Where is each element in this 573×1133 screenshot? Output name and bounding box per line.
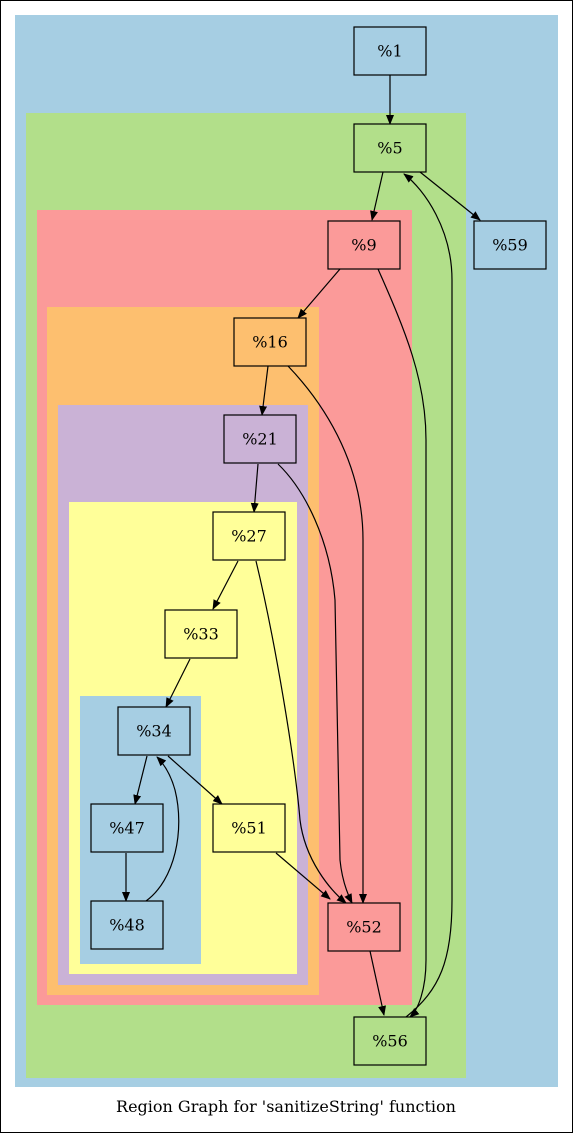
edge-16-to-52	[287, 365, 367, 904]
node-21[interactable]: %21	[223, 414, 297, 464]
svg-text:%33: %33	[183, 625, 219, 644]
figure-caption: Region Graph for 'sanitizeString' functi…	[116, 1097, 456, 1116]
svg-text:%48: %48	[109, 916, 145, 935]
edge-48-to-34	[145, 756, 180, 902]
edge-56-to-5	[403, 173, 453, 1018]
edge-34-to-47	[133, 755, 148, 805]
edge-16-to-21	[259, 365, 269, 416]
edge-34-to-51	[167, 755, 223, 805]
edge-33-to-34	[165, 658, 191, 708]
edge-9-to-56	[377, 268, 427, 1018]
edge-27-to-33	[212, 560, 239, 610]
svg-text:%16: %16	[252, 333, 288, 352]
edge-9-to-16	[297, 268, 341, 319]
node-56[interactable]: %56	[353, 1016, 427, 1066]
node-9[interactable]: %9	[327, 220, 401, 270]
svg-text:%47: %47	[109, 819, 145, 838]
node-51[interactable]: %51	[212, 803, 286, 853]
node-59[interactable]: %59	[473, 220, 547, 270]
node-47[interactable]: %47	[90, 803, 164, 853]
node-52[interactable]: %52	[327, 902, 401, 952]
svg-text:%34: %34	[136, 722, 172, 741]
edge-5-to-9	[370, 171, 384, 221]
svg-text:%51: %51	[231, 819, 267, 838]
edge-21-to-52	[277, 463, 353, 904]
node-5[interactable]: %5	[353, 123, 427, 173]
node-48[interactable]: %48	[90, 900, 164, 950]
svg-text:%56: %56	[372, 1032, 408, 1051]
node-16[interactable]: %16	[233, 317, 307, 367]
svg-text:%9: %9	[351, 236, 376, 255]
edge-27-to-52	[255, 560, 347, 904]
svg-text:%52: %52	[346, 918, 382, 937]
node-1[interactable]: %1	[353, 26, 427, 76]
edge-51-to-52	[275, 852, 331, 900]
svg-text:%21: %21	[242, 430, 278, 449]
edge-21-to-27	[250, 463, 259, 513]
svg-text:%5: %5	[377, 139, 402, 158]
edge-5-to-59	[419, 171, 481, 221]
node-27[interactable]: %27	[212, 511, 286, 561]
svg-text:%27: %27	[231, 527, 267, 546]
node-33[interactable]: %33	[164, 609, 238, 659]
svg-text:%1: %1	[377, 42, 402, 61]
edges-layer	[122, 75, 481, 1018]
nodes-layer: %1 %5 %59 %9 %16 %21 %27 %33 %34 %47 %48…	[90, 26, 547, 1066]
edge-52-to-56	[369, 950, 386, 1016]
svg-text:%59: %59	[492, 236, 528, 255]
node-34[interactable]: %34	[117, 706, 191, 756]
